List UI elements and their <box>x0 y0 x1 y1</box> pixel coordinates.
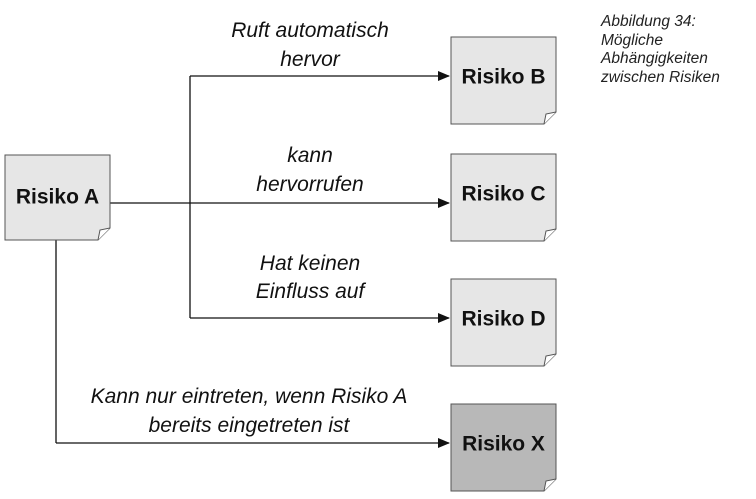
figure-caption: Abbildung 34: Mögliche Abhängigkeiten zw… <box>601 13 751 87</box>
node-label: Risiko B <box>461 66 545 89</box>
node-label: Risiko C <box>461 183 545 206</box>
node-risiko-b: Risiko B <box>450 36 557 125</box>
caption-line: Mögliche <box>601 31 664 49</box>
edge-label-line: hervor <box>280 48 341 71</box>
folded-corner <box>543 353 557 367</box>
edge-label-a-to-x: Kann nur eintreten, wenn Risiko A bereit… <box>91 385 408 437</box>
edge-label-a-to-d: Hat keinen Einfluss auf <box>256 252 367 303</box>
edge-label-line: bereits eingetreten ist <box>149 414 351 437</box>
folded-corner <box>543 228 557 242</box>
edge-label-a-to-c: kann hervorrufen <box>256 144 363 196</box>
caption-line: Abbildung 34: <box>601 13 696 30</box>
node-label: Risiko X <box>462 433 545 456</box>
folded-corner <box>543 111 557 125</box>
edge-label-line: Einfluss auf <box>256 280 367 303</box>
folded-corner <box>543 478 557 492</box>
connectors <box>55 71 450 448</box>
edge-label-line: kann <box>287 144 333 167</box>
node-label: Risiko D <box>461 308 545 331</box>
caption-line: zwischen Risiken <box>601 68 720 86</box>
edge-label-line: Ruft automatisch <box>231 19 389 42</box>
edge-label-line: Kann nur eintreten, wenn Risiko A <box>91 385 408 408</box>
node-risiko-a: Risiko A <box>4 154 111 241</box>
edge-label-line: hervorrufen <box>256 173 363 196</box>
folded-corner <box>97 227 111 241</box>
node-risiko-c: Risiko C <box>450 153 557 242</box>
caption-line: Abhängigkeiten <box>601 50 708 67</box>
node-risiko-x: Risiko X <box>450 403 557 492</box>
edge-label-line: Hat keinen <box>260 252 360 275</box>
node-label: Risiko A <box>16 186 99 209</box>
edge-label-a-to-b: Ruft automatisch hervor <box>231 19 389 71</box>
node-risiko-d: Risiko D <box>450 278 557 367</box>
